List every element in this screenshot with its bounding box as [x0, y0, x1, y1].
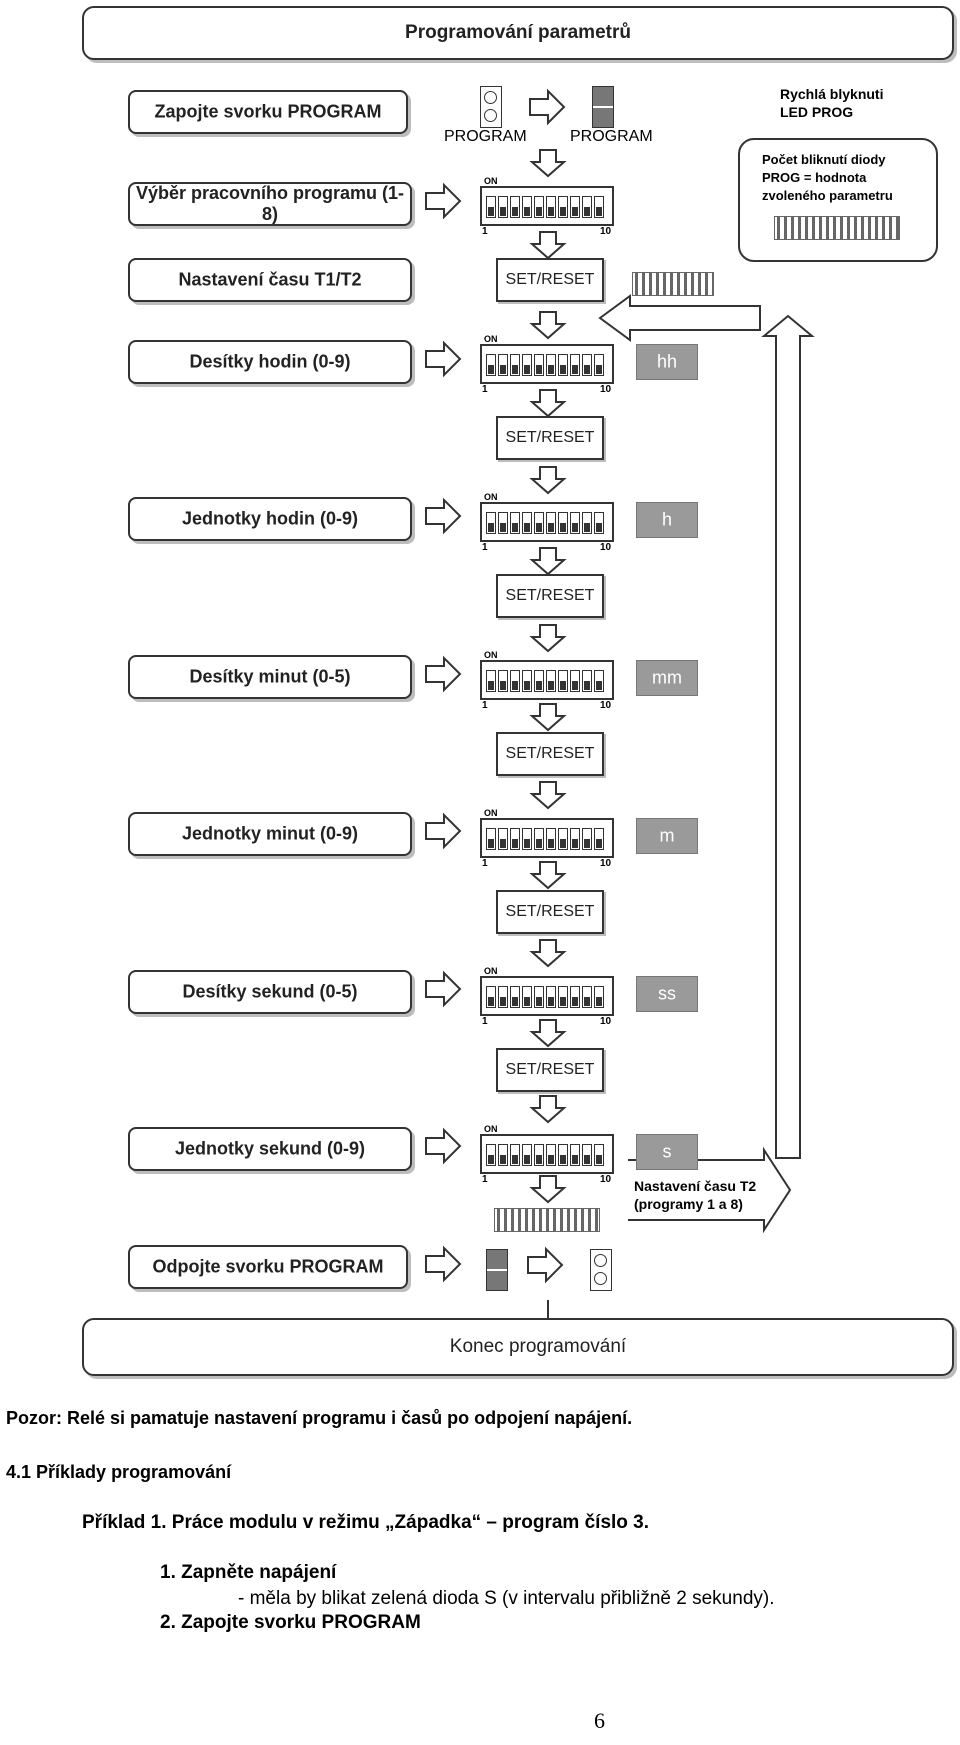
step-seconds-units: Jednotky sekund (0-9) — [128, 1127, 412, 1171]
arrow-right-icon — [529, 90, 565, 124]
step-select-program: Výběr pracovního programu (1-8) — [128, 182, 412, 226]
blink-pattern — [774, 216, 900, 240]
arrow-right-icon — [425, 972, 461, 1006]
flow-arrows — [425, 90, 815, 1318]
footer-title: Konec programování — [449, 1336, 627, 1357]
step-connect-program: Zapojte svorku PROGRAM — [128, 90, 408, 134]
program-led-off — [590, 1249, 612, 1291]
dip-first: 1 — [482, 1174, 488, 1185]
t2-note-line2: (programy 1 a 8) — [634, 1196, 743, 1212]
arrow-right-icon — [425, 657, 461, 691]
dip-switch: ON — [480, 176, 614, 226]
dip-switch: ON — [480, 966, 614, 1016]
dip-switch: ON — [480, 1124, 614, 1174]
set-reset-box: SET/RESET — [496, 1048, 604, 1092]
set-reset-box: SET/RESET — [496, 258, 604, 302]
set-reset-box: SET/RESET — [496, 890, 604, 934]
set-reset-box: SET/RESET — [496, 574, 604, 618]
dip-first: 1 — [482, 542, 488, 553]
program-led-on — [486, 1249, 508, 1291]
arrow-right-icon — [527, 1248, 563, 1282]
dip-last: 10 — [600, 226, 612, 237]
dip-last: 10 — [600, 700, 612, 711]
section-heading: 4.1 Příklady programování — [6, 1462, 232, 1482]
dip-first: 1 — [482, 700, 488, 711]
arrow-down-icon — [531, 466, 565, 494]
arrow-right-icon — [425, 342, 461, 376]
arrow-right-icon — [425, 184, 461, 218]
blink-note-line2: LED PROG — [780, 104, 854, 120]
dip-first: 1 — [482, 384, 488, 395]
t2-note-line1: Nastavení času T2 — [634, 1178, 757, 1194]
arrow-down-icon — [531, 624, 565, 652]
arrow-down-icon — [531, 861, 565, 889]
blink-pattern — [632, 272, 714, 296]
dip-switch: ON — [480, 808, 614, 858]
header-banner: Programování parametrů — [82, 6, 954, 60]
arrow-right-icon — [425, 814, 461, 848]
arrow-right-icon — [425, 1129, 461, 1163]
dip-last: 10 — [600, 1016, 612, 1027]
arrow-down-icon — [531, 149, 565, 177]
program-label-left: PROGRAM — [444, 128, 527, 145]
loop-arrow-icon — [761, 314, 815, 1159]
param-box: m — [636, 818, 698, 854]
blink-note-line1: Rychlá blyknuti — [780, 86, 884, 102]
blink-pattern — [494, 1208, 600, 1232]
step-item-2: 2. Zapojte svorku PROGRAM — [160, 1612, 421, 1633]
step-hours-units: Jednotky hodin (0-9) — [128, 497, 412, 541]
arrow-down-icon — [531, 1019, 565, 1047]
dip-switch: ON — [480, 334, 614, 384]
program-label-right: PROGRAM — [570, 128, 653, 145]
page-title: Programování parametrů — [405, 22, 631, 43]
arrow-right-icon — [425, 1247, 461, 1281]
set-reset-box: SET/RESET — [496, 416, 604, 460]
count-note-box: Počet bliknutí diody PROG = hodnota zvol… — [738, 138, 938, 262]
dip-first: 1 — [482, 858, 488, 869]
step-hours-tens: Desítky hodin (0-9) — [128, 340, 412, 384]
arrow-down-icon — [531, 547, 565, 575]
dip-last: 10 — [600, 858, 612, 869]
dip-last: 10 — [600, 384, 612, 395]
step-disconnect-program: Odpojte svorku PROGRAM — [128, 1245, 408, 1289]
dip-switch: ON — [480, 650, 614, 700]
dip-last: 10 — [600, 1174, 612, 1185]
arrow-down-icon — [531, 939, 565, 967]
arrow-down-icon — [531, 1095, 565, 1123]
step-set-time: Nastavení času T1/T2 — [128, 258, 412, 302]
arrow-down-icon — [531, 703, 565, 731]
arrow-down-icon — [531, 389, 565, 417]
warning-text: Pozor: Relé si pamatuje nastavení progra… — [6, 1408, 633, 1428]
dip-last: 10 — [600, 542, 612, 553]
param-box: ss — [636, 976, 698, 1012]
step-item-1-detail: - měla by blikat zelená dioda S (v inter… — [238, 1588, 775, 1609]
step-minutes-tens: Desítky minut (0-5) — [128, 655, 412, 699]
param-box: h — [636, 502, 698, 538]
step-seconds-tens: Desítky sekund (0-5) — [128, 970, 412, 1014]
param-box: mm — [636, 660, 698, 696]
step-item-1: 1. Zapněte napájení — [160, 1562, 337, 1583]
dip-first: 1 — [482, 226, 488, 237]
arrow-down-icon — [531, 1175, 565, 1203]
program-led-off — [480, 86, 502, 128]
set-reset-box: SET/RESET — [496, 732, 604, 776]
example-heading: Příklad 1. Práce modulu v režimu „Západk… — [82, 1512, 650, 1533]
program-led-on — [592, 86, 614, 128]
param-box: s — [636, 1134, 698, 1170]
dip-first: 1 — [482, 1016, 488, 1027]
param-box: hh — [636, 344, 698, 380]
arrow-down-icon — [531, 231, 565, 259]
step-minutes-units: Jednotky minut (0-9) — [128, 812, 412, 856]
arrow-down-icon — [531, 781, 565, 809]
dip-switch: ON — [480, 492, 614, 542]
arrow-right-icon — [425, 499, 461, 533]
arrow-right-icon — [628, 1146, 792, 1234]
arrow-left-icon — [598, 294, 761, 342]
page-number: 6 — [594, 1708, 605, 1733]
footer-banner: Konec programování — [82, 1318, 954, 1376]
